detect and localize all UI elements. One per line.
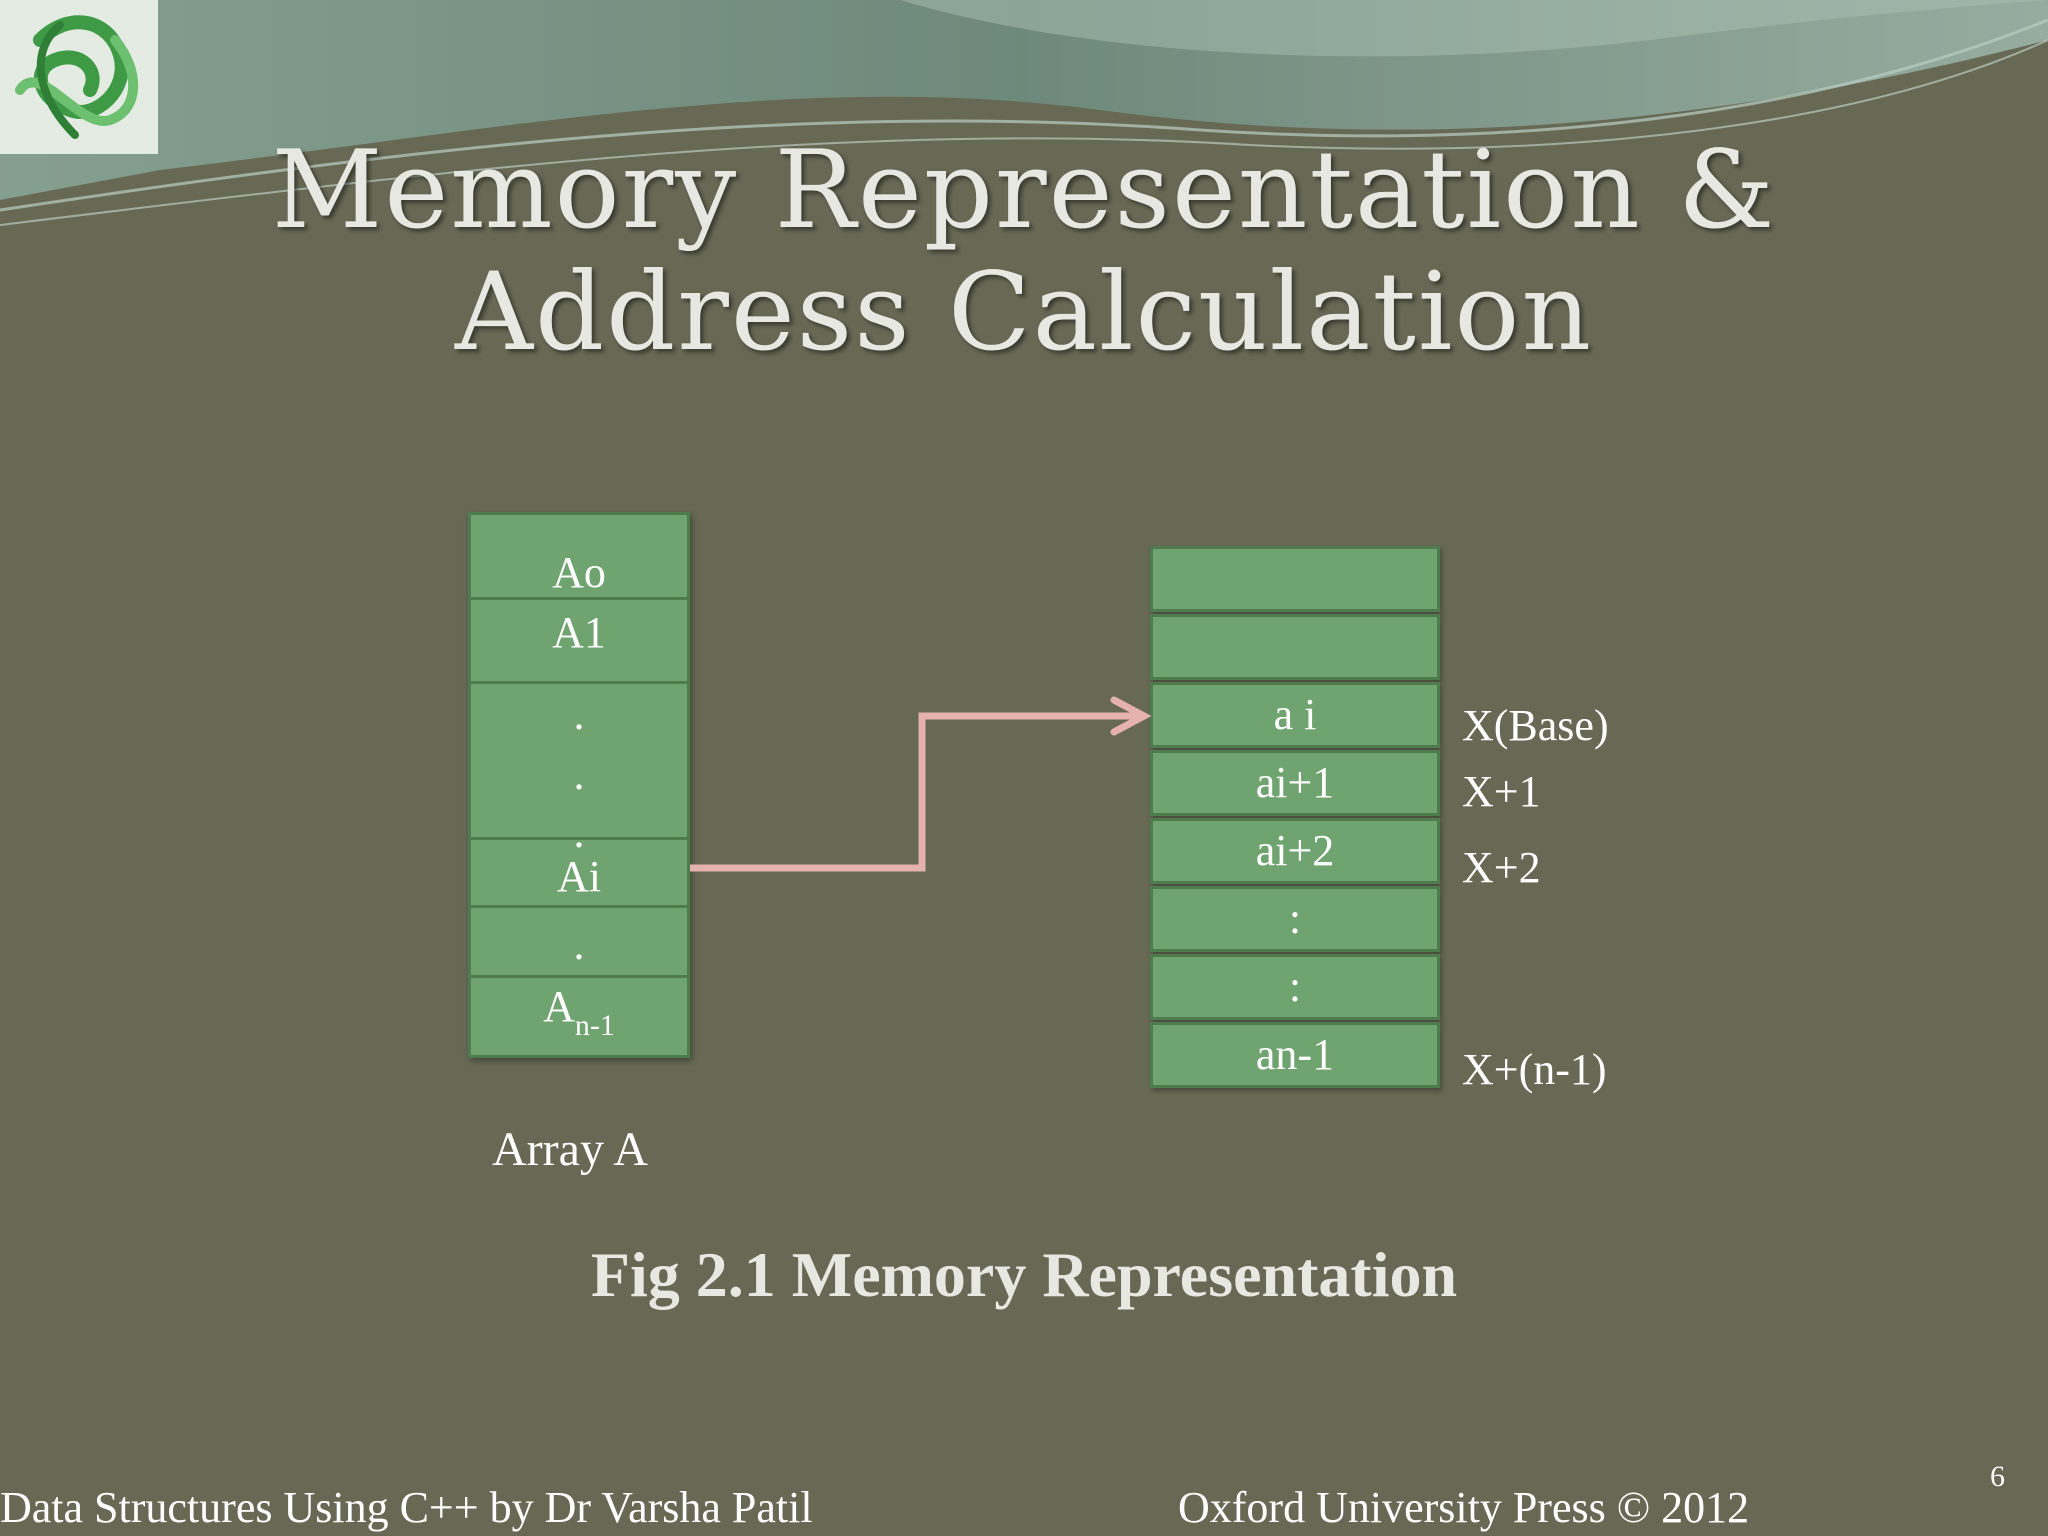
array-cell-an-base: A — [543, 982, 575, 1031]
footer-book-credit: Data Structures Using C++ by Dr Varsha P… — [0, 1483, 813, 1532]
footer-publisher: Oxford University Press © 2012 — [1178, 1483, 1750, 1532]
array-a-box: Ao A1 . . . Ai . An-1 — [468, 512, 690, 1058]
array-cell-an-1: An-1 — [471, 981, 687, 1043]
address-plus-1: X+1 — [1462, 767, 1541, 816]
slide-page-number: 6 — [1990, 1460, 2005, 1493]
slide-title: Memory Representation & Address Calculat… — [200, 130, 1848, 374]
array-cell-a0: Ao — [552, 548, 606, 597]
memory-cell-empty-1 — [1150, 546, 1440, 612]
figure-caption: Fig 2.1 Memory Representation — [590, 1239, 1458, 1310]
memory-cell-colon-1: : — [1150, 886, 1440, 952]
memory-cell-colon-2: : — [1150, 954, 1440, 1020]
memory-cell-ai-plus-1: ai+1 — [1150, 750, 1440, 816]
array-ellipsis-dot: . — [573, 690, 585, 739]
array-a-label: Array A — [492, 1123, 648, 1176]
array-cell-ai: Ai — [557, 852, 601, 901]
memory-cell-ai-plus-2: ai+2 — [1150, 818, 1440, 884]
memory-cell-ai: a i — [1150, 682, 1440, 748]
green-glass-knot-logo-icon — [0, 0, 158, 154]
array-divider — [471, 905, 687, 908]
array-divider — [471, 597, 687, 600]
array-divider — [471, 975, 687, 978]
memory-cell-an-1: an-1 — [1150, 1022, 1440, 1088]
title-line-2: Address Calculation — [454, 250, 1594, 375]
array-divider — [471, 837, 687, 840]
array-ellipsis-dot: . — [573, 808, 585, 857]
array-cell-a1: A1 — [552, 608, 606, 657]
header-wave-decoration — [0, 0, 2048, 226]
array-ellipsis-dot: . — [573, 920, 585, 969]
address-plus-2: X+2 — [1462, 843, 1541, 892]
memory-cell-empty-2 — [1150, 614, 1440, 680]
array-cell-an-subscript: n-1 — [574, 1009, 615, 1042]
address-last: X+(n-1) — [1462, 1045, 1607, 1094]
array-ellipsis-dot: . — [573, 750, 585, 799]
title-line-1: Memory Representation & — [271, 128, 1777, 253]
logo — [0, 0, 158, 154]
connector-arrowhead-icon — [1110, 696, 1152, 736]
address-base: X(Base) — [1462, 701, 1609, 750]
array-divider — [471, 681, 687, 684]
connector-arrow-line — [690, 712, 1138, 872]
